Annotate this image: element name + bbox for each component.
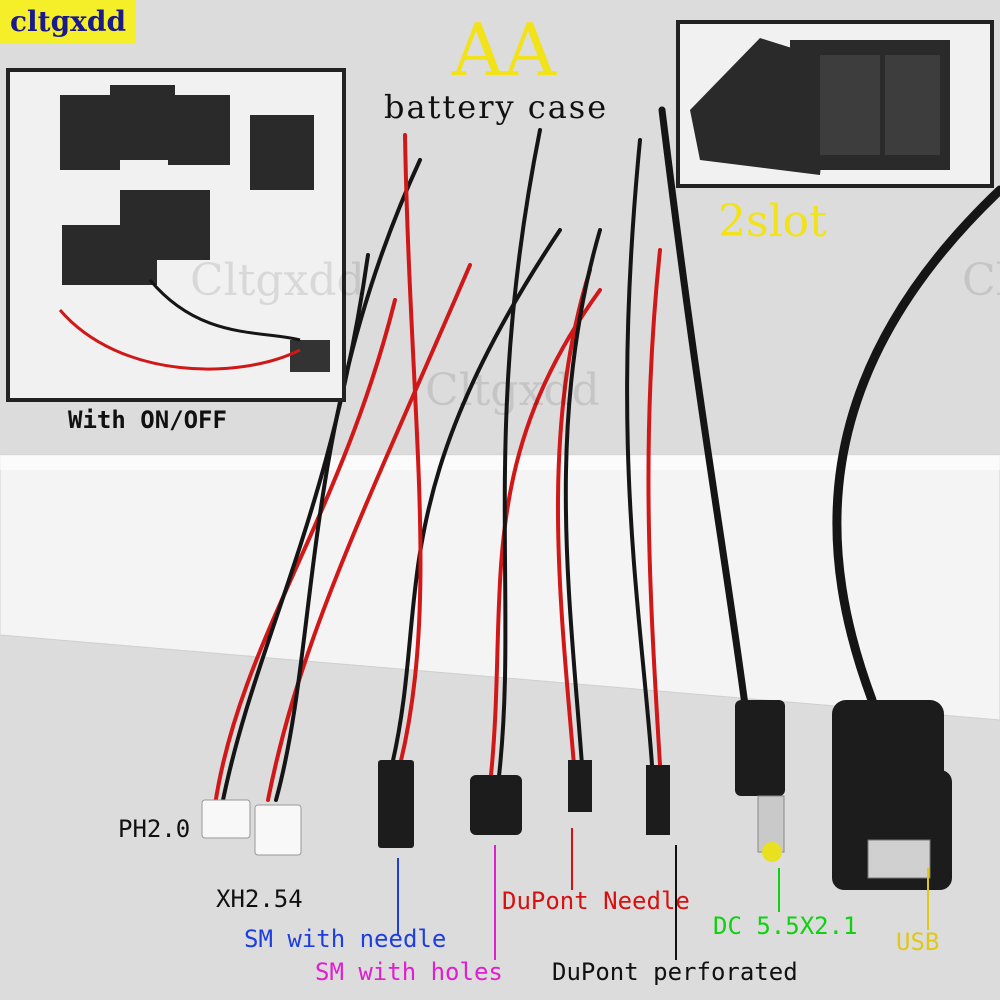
label-sm-holes: SM with holes — [315, 958, 503, 986]
watermark: Cltgxdd — [962, 255, 1000, 306]
switch-label: With ON/OFF — [68, 406, 227, 434]
slot-label: 2slot — [718, 196, 827, 247]
callout-lines — [397, 828, 929, 960]
label-dc: DC 5.5X2.1 — [713, 912, 858, 940]
label-dupont-perforated: DuPont perforated — [552, 958, 798, 986]
label-dupont-needle: DuPont Needle — [502, 887, 690, 915]
brand-logo: cltgxdd — [0, 0, 136, 44]
inset-photo-right — [676, 20, 994, 188]
watermark: Cltgxdd — [190, 255, 365, 306]
subtitle: battery case — [384, 88, 609, 126]
label-ph20: PH2.0 — [118, 815, 191, 843]
inset-photo-left — [6, 68, 346, 402]
connector-heads — [201, 700, 952, 890]
label-xh254: XH2.54 — [216, 885, 303, 913]
label-sm-needle: SM with needle — [244, 925, 447, 953]
title-aa: AA — [452, 8, 556, 92]
label-usb: USB — [896, 928, 940, 956]
wire-bundle — [213, 106, 1000, 807]
watermark: Cltgxdd — [425, 365, 600, 416]
